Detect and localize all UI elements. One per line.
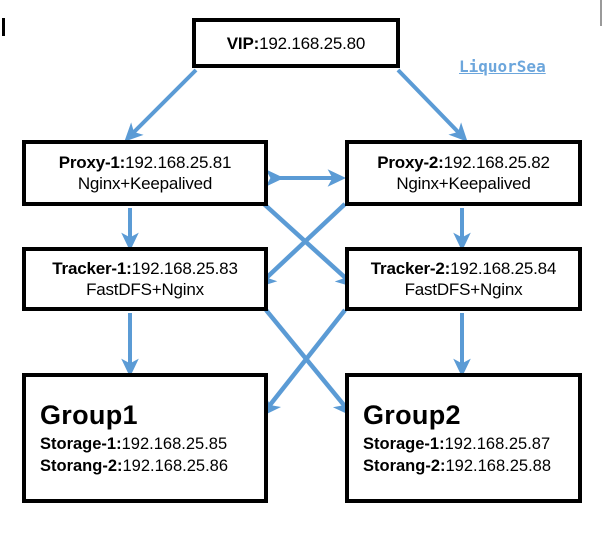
node-tracker1-line2: FastDFS+Nginx xyxy=(86,280,204,299)
node-vip-label: VIP: xyxy=(226,33,260,53)
connector-proxy2-to-tracker1 xyxy=(255,202,347,289)
node-proxy2[interactable]: Proxy-2:192.168.25.82 Nginx+Keepalived xyxy=(345,140,582,206)
node-group2-title: Group2 xyxy=(363,400,461,430)
node-group2[interactable]: Group2 Storage-1:192.168.25.87 Storang-2… xyxy=(345,373,582,503)
node-proxy2-ip: 192.168.25.82 xyxy=(443,153,550,172)
node-tracker1[interactable]: Tracker-1:192.168.25.83 FastDFS+Nginx xyxy=(22,247,268,311)
node-group2-storage1-ip: 192.168.25.87 xyxy=(444,435,551,453)
node-tracker1-label: Tracker-1: xyxy=(52,259,132,278)
node-group2-storage1: Storage-1:192.168.25.87 xyxy=(363,433,550,455)
node-proxy1[interactable]: Proxy-1:192.168.25.81 Nginx+Keepalived xyxy=(22,140,268,206)
connector-vip-to-proxy1 xyxy=(124,68,198,142)
node-proxy2-line2: Nginx+Keepalived xyxy=(396,174,531,193)
node-group2-storage1-label: Storage-1: xyxy=(363,435,445,453)
node-tracker2-line2: FastDFS+Nginx xyxy=(404,280,523,299)
node-group1-storage2: Storang-2:192.168.25.86 xyxy=(40,455,228,477)
node-group1-storage1: Storage-1:192.168.25.85 xyxy=(40,433,227,455)
node-group2-storage2-label: Storang-2: xyxy=(363,457,446,475)
node-group2-storage2-ip: 192.168.25.88 xyxy=(445,457,552,475)
node-tracker2[interactable]: Tracker-2:192.168.25.84 FastDFS+Nginx xyxy=(345,247,582,311)
connector-vip-to-proxy2 xyxy=(396,68,468,142)
node-vip[interactable]: VIP:192.168.25.80 xyxy=(192,18,400,68)
node-group1-title: Group1 xyxy=(40,400,138,430)
node-proxy1-label: Proxy-1: xyxy=(58,153,126,172)
node-tracker2-ip: 192.168.25.84 xyxy=(450,259,557,278)
node-vip-ip: 192.168.25.80 xyxy=(259,33,366,53)
node-proxy2-label: Proxy-2: xyxy=(377,153,444,172)
node-group1-storage2-label: Storang-2: xyxy=(40,457,123,475)
watermark-liquorsea: LiquorSea xyxy=(459,57,546,76)
node-tracker2-line1: Tracker-2:192.168.25.84 xyxy=(370,258,557,279)
node-group2-storage2: Storang-2:192.168.25.88 xyxy=(363,455,551,477)
node-proxy1-ip: 192.168.25.81 xyxy=(125,153,232,172)
node-tracker1-ip: 192.168.25.83 xyxy=(131,259,238,278)
node-group1-storage1-ip: 192.168.25.85 xyxy=(121,435,228,453)
right-edge-artifact xyxy=(600,0,602,26)
node-group1[interactable]: Group1 Storage-1:192.168.25.85 Storang-2… xyxy=(22,373,268,503)
node-proxy2-line1: Proxy-2:192.168.25.82 xyxy=(377,152,550,173)
left-edge-artifact xyxy=(2,18,5,36)
node-proxy1-line2: Nginx+Keepalived xyxy=(77,174,213,193)
node-tracker2-label: Tracker-2: xyxy=(370,259,451,278)
connector-tracker2-to-group1 xyxy=(260,308,347,418)
connector-proxy1-to-tracker2 xyxy=(262,202,357,289)
node-vip-line1: VIP:192.168.25.80 xyxy=(226,33,366,54)
node-tracker1-line1: Tracker-1:192.168.25.83 xyxy=(52,258,238,279)
node-group1-storage2-ip: 192.168.25.86 xyxy=(122,457,229,475)
node-group1-storage1-label: Storage-1: xyxy=(40,435,122,453)
node-proxy1-line1: Proxy-1:192.168.25.81 xyxy=(59,152,232,173)
connector-tracker1-to-group2 xyxy=(264,308,354,417)
